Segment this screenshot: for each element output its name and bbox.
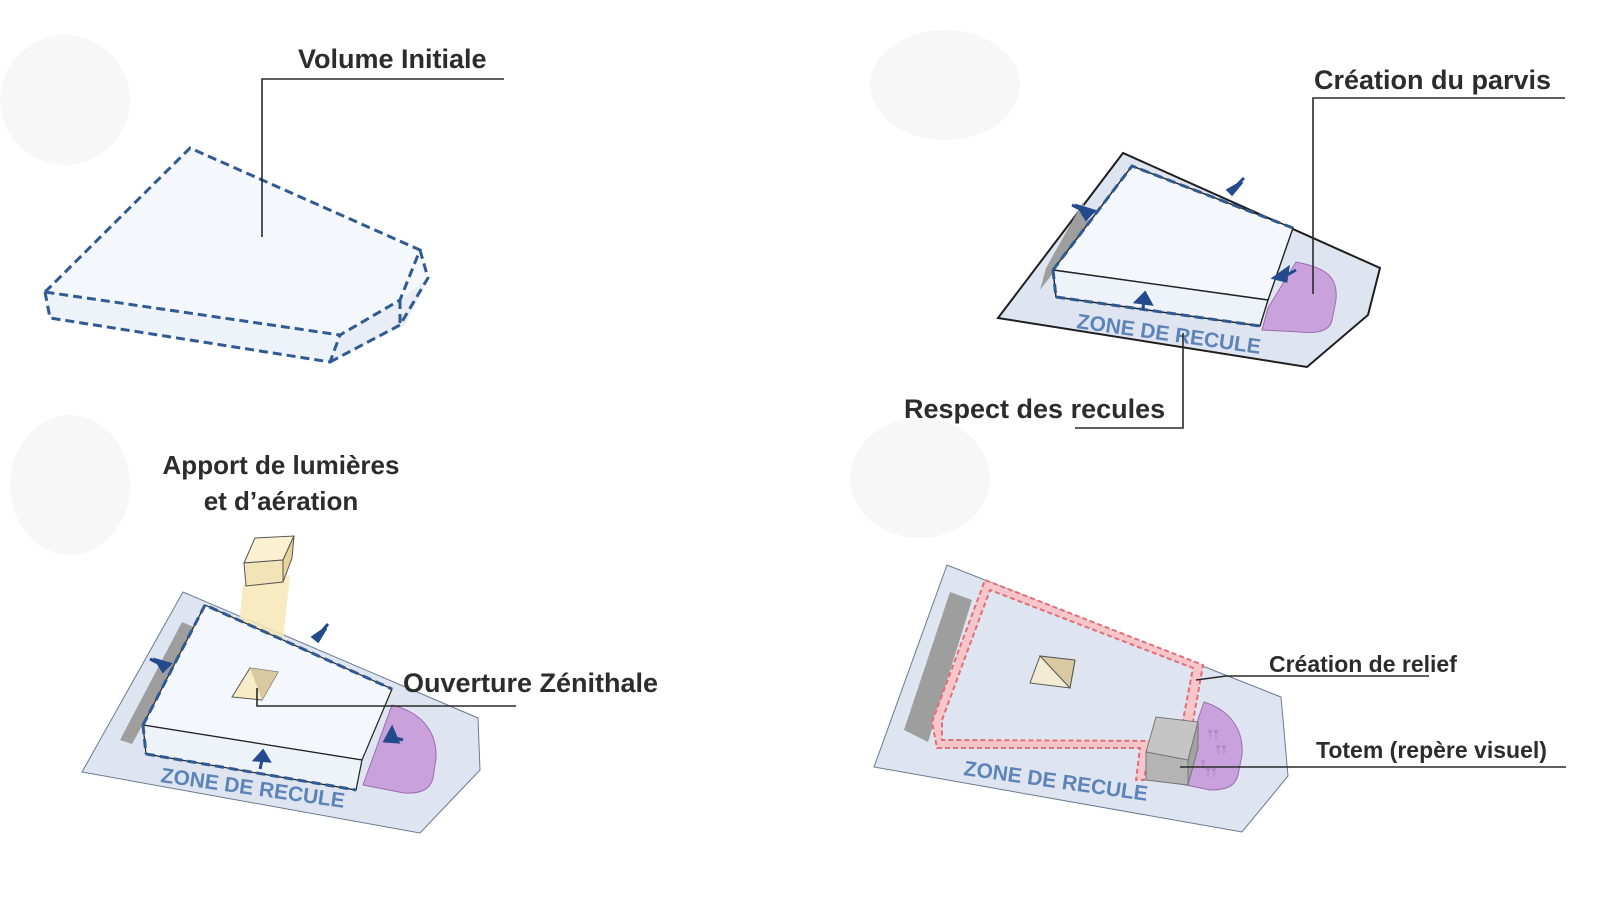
light-label-line2: et d’aération [204,486,359,516]
recules-leader-line [1075,333,1184,429]
people-icons: ᛉᛉ ᛉᛉ ᛉ ᛉᛉ [1200,730,1227,779]
totem-label: Totem (repère visuel) [1316,737,1547,763]
parvis-leader-line [1312,97,1565,294]
opening-label: Ouverture Zénithale [403,668,658,698]
initial-volume-block [43,146,430,364]
arrow-icon [251,748,272,770]
arrow-icon [1071,203,1097,222]
svg-text:ᛉᛉ: ᛉᛉ [1207,730,1219,741]
arrow-icon [382,724,404,744]
recules-label: Respect des recules [904,394,1165,424]
setback-arrows [1071,176,1297,311]
parvis-label: Création du parvis [1314,65,1551,95]
setback-volume [1051,164,1294,328]
setback-arrows [149,623,404,770]
panel-parvis: ZONE DE RECULE Création du parvis Respec… [904,65,1565,429]
parvis-area [362,704,437,794]
parvis-area [1261,261,1337,333]
existing-shadow [1040,202,1090,290]
existing-shadow [904,592,972,742]
arrow-icon [149,657,173,674]
light-box [243,535,295,587]
svg-text:ᛉ: ᛉ [1200,760,1206,771]
panel-zenithal: ZONE DE RECULE Apport de lumières et d’a… [81,450,658,834]
arrow-icon [1270,264,1297,283]
panel-volume-initiale: Volume Initiale [43,44,504,364]
relief-leader-line [1195,675,1429,681]
svg-text:ᛉᛉ: ᛉᛉ [1205,768,1217,779]
light-label-line1: Apport de lumières [163,450,400,480]
volume-title: Volume Initiale [298,44,487,74]
zenithal-opening [1029,655,1076,690]
svg-text:ᛉᛉ: ᛉᛉ [1215,745,1227,756]
panel-relief: ᛉᛉ ᛉᛉ ᛉ ᛉᛉ ZONE DE RECULE Création de re… [873,564,1566,833]
relief-label: Création de relief [1269,651,1457,677]
arrow-icon [1132,290,1154,311]
arrow-icon [1225,176,1246,197]
opening-leader-line [256,688,516,707]
totem-icon [1145,716,1199,786]
background-blobs [0,30,1020,555]
zenithal-opening [231,667,279,701]
arrow-icon [310,623,330,644]
volume-leader-line [261,78,504,237]
existing-shadow [120,622,196,744]
